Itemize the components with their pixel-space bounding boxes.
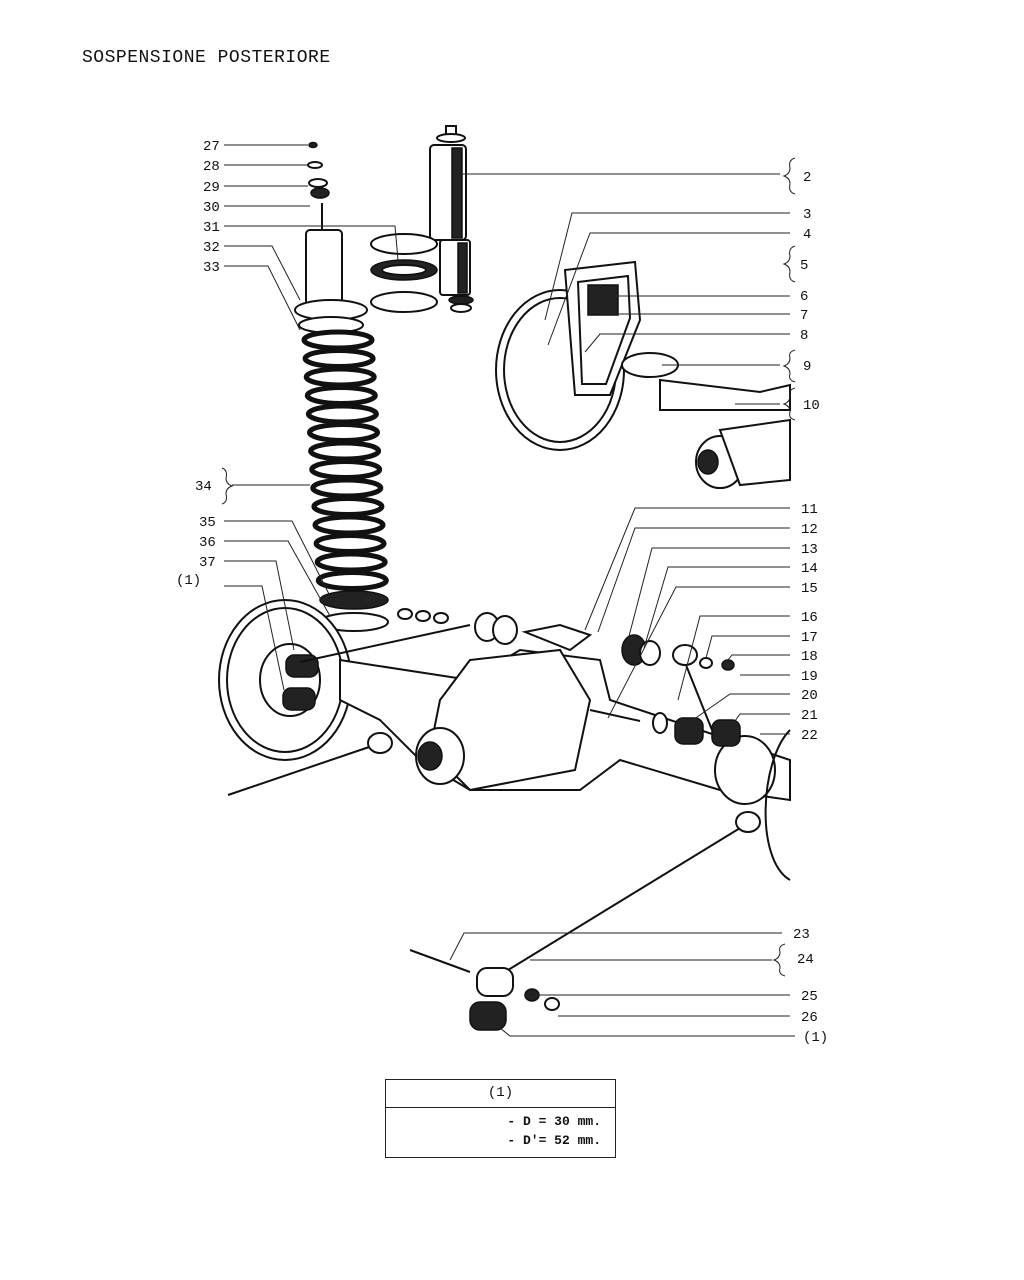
brake-drum-left <box>218 599 352 761</box>
callout-29: 29 <box>203 180 220 196</box>
callout-31: 31 <box>203 220 220 236</box>
spring-coil <box>313 533 387 554</box>
spring-coil <box>307 422 380 443</box>
dimension-note-body: - D = 30 mm. - D'= 52 mm. <box>386 1108 615 1150</box>
lateral-rod <box>227 732 761 1031</box>
callout-24: 24 <box>797 952 814 968</box>
spring-coil <box>311 496 385 517</box>
callout-37: 37 <box>199 555 216 571</box>
spring-coil <box>301 329 375 351</box>
spring-coil <box>309 459 383 480</box>
callout-17: 17 <box>801 630 818 646</box>
top-washers <box>307 141 330 199</box>
callout-7: 7 <box>800 308 808 324</box>
spring-coil <box>304 385 378 406</box>
callout-3: 3 <box>803 207 811 223</box>
axle-housing-differential <box>339 648 791 805</box>
dimension-note-table: (1) - D = 30 mm. - D'= 52 mm. <box>385 1079 616 1158</box>
callout-6: 6 <box>800 289 808 305</box>
callout-5: 5 <box>800 258 808 274</box>
dimension-row-d: - D = 30 mm. <box>507 1114 601 1129</box>
callout-21: 21 <box>801 708 818 724</box>
dimension-row-d-prime: - D'= 52 mm. <box>507 1133 601 1148</box>
callout-32: 32 <box>203 240 220 256</box>
spring-coil <box>305 403 379 425</box>
callout-2: 2 <box>803 170 811 186</box>
spring-coil <box>312 514 386 536</box>
callout-20: 20 <box>801 688 818 704</box>
callout-12: 12 <box>801 522 818 538</box>
callout-9: 9 <box>803 359 811 375</box>
shock-absorber <box>429 125 474 313</box>
callout-23: 23 <box>793 927 810 943</box>
callout-36: 36 <box>199 535 216 551</box>
callout-note-1-left: (1) <box>176 573 201 589</box>
callout-27: 27 <box>203 139 220 155</box>
callout-15: 15 <box>801 581 818 597</box>
strut-and-coil-spring <box>294 203 389 632</box>
callout-19: 19 <box>801 669 818 685</box>
spring-coil <box>314 551 388 573</box>
callout-leaders <box>221 144 796 1037</box>
callout-16: 16 <box>801 610 818 626</box>
callout-22: 22 <box>801 728 818 744</box>
callout-11: 11 <box>801 502 818 518</box>
spring-coil <box>303 366 377 388</box>
spring-coil <box>308 440 382 462</box>
callout-18: 18 <box>801 649 818 665</box>
callout-14: 14 <box>801 561 818 577</box>
callout-labels: 27 28 29 30 31 32 33 34 35 36 37 (1) 2 3… <box>176 139 828 1046</box>
callout-25: 25 <box>801 989 818 1005</box>
callout-4: 4 <box>803 227 811 243</box>
page-title: SOSPENSIONE POSTERIORE <box>82 48 331 68</box>
callout-34: 34 <box>195 479 212 495</box>
callout-33: 33 <box>203 260 220 276</box>
callout-10: 10 <box>803 398 820 414</box>
upper-links-bushings <box>299 608 741 747</box>
brake-drum-right <box>764 729 791 881</box>
spring-coil <box>302 348 376 369</box>
callout-35: 35 <box>199 515 216 531</box>
spring-coil <box>310 477 384 499</box>
callout-28: 28 <box>203 159 220 175</box>
hub-detail-view <box>495 260 791 489</box>
spring-pads <box>370 233 438 313</box>
callout-note-1-right: (1) <box>803 1030 828 1046</box>
callout-30: 30 <box>203 200 220 216</box>
callout-8: 8 <box>800 328 808 344</box>
spring-coil <box>315 570 389 591</box>
callout-26: 26 <box>801 1010 818 1026</box>
dimension-note-header: (1) <box>386 1080 615 1108</box>
callout-13: 13 <box>801 542 818 558</box>
